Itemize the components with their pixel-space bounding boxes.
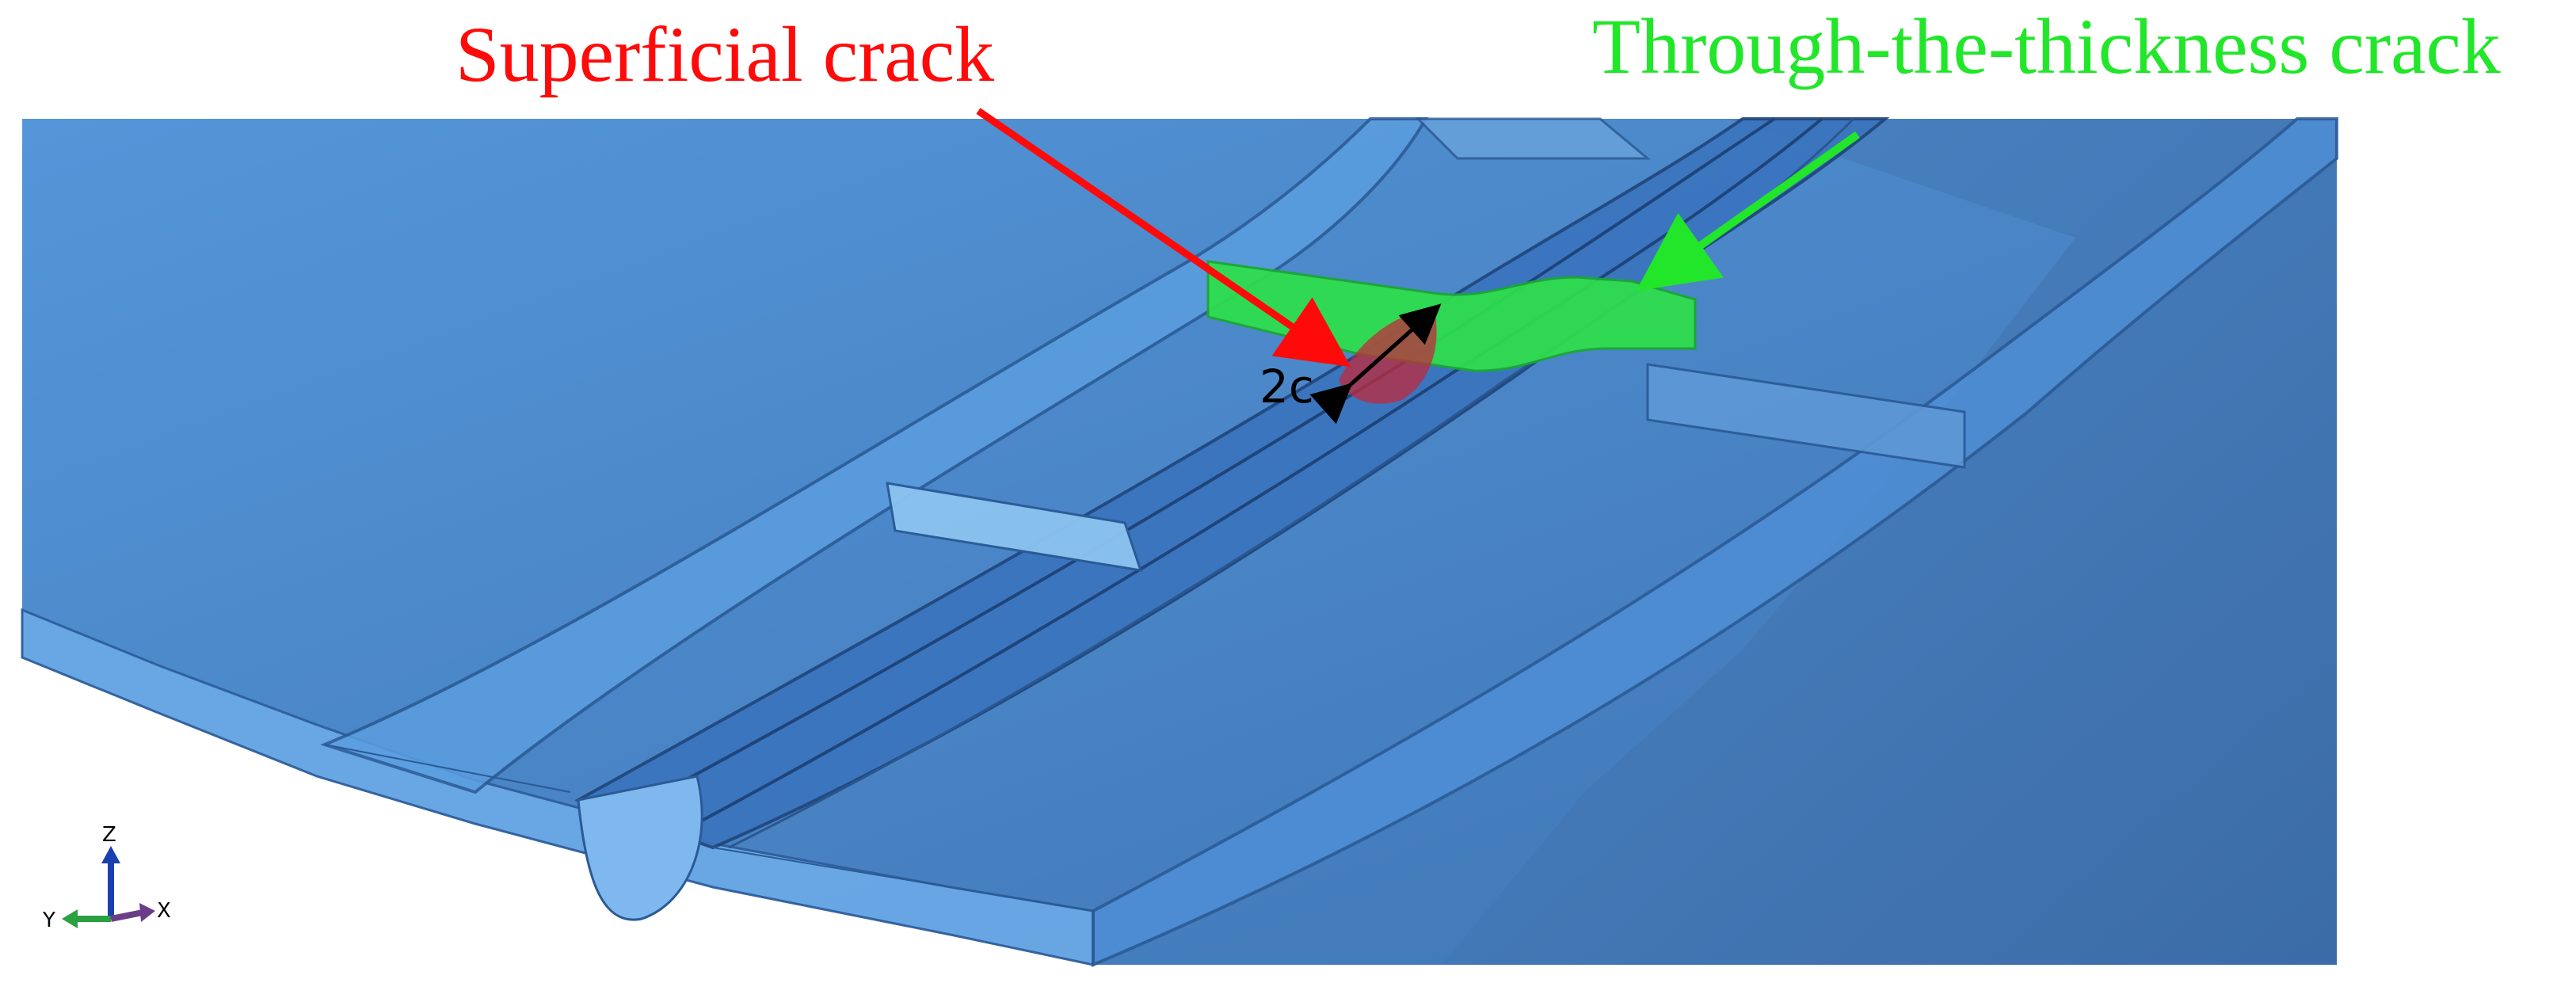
dimension-arrow: [1309, 303, 1442, 425]
triad-y-label: Y: [42, 909, 55, 932]
stiffener-left: [886, 482, 1143, 572]
triad-x-label: X: [157, 899, 171, 923]
channel-ridge-2: [680, 117, 1823, 833]
dimension-2c: 2c: [1259, 303, 1442, 425]
axis-triad: Z Y X: [42, 823, 171, 932]
outer-flange-left: [320, 117, 1429, 794]
triad-y-arrowhead: [62, 909, 78, 928]
plate-line-1: [324, 744, 571, 793]
stiffener-upper: [1415, 117, 1652, 160]
channel-ridge-1: [633, 117, 1776, 810]
model-view: [21, 117, 2338, 968]
stiffener-right: [1646, 363, 1966, 469]
through-crack-label: Through-the-thickness crack: [1592, 2, 2501, 90]
outer-flange-right: [1092, 117, 2338, 968]
triad-z-label: Z: [102, 823, 116, 847]
superficial-crack-label: Superficial crack: [455, 10, 994, 98]
triad-x-arrowhead: [139, 903, 155, 922]
through-crack-arrow: [1636, 131, 1860, 291]
triad-x-axis: [110, 909, 143, 922]
superficial-crack-arrow: [976, 108, 1351, 368]
triad-z-arrowhead: [101, 846, 120, 863]
plate-line-2: [712, 847, 1094, 912]
cylinder-end: [577, 775, 703, 921]
dimension-label: 2c: [1259, 360, 1314, 413]
